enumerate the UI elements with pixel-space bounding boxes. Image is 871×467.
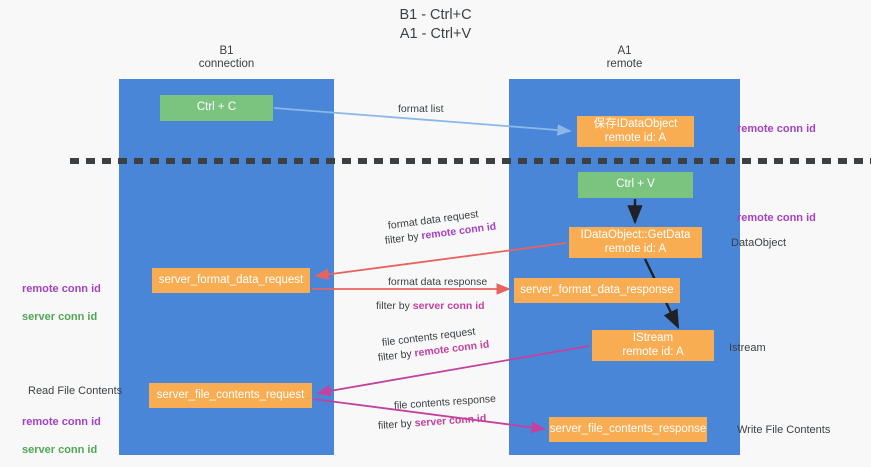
filter-prefix-text: filter by — [376, 300, 413, 312]
label-istream: Istream — [729, 342, 766, 354]
filter-key-server-conn-id: server conn id — [414, 412, 487, 430]
label-server-conn-id-left-1: server conn id — [22, 311, 98, 323]
label-dataobject: DataObject — [731, 237, 787, 249]
label-remote-conn-id-left-1: remote conn id — [22, 283, 101, 295]
node-server-format-data-response[interactable]: server_format_data_response — [514, 278, 680, 303]
edge-label-format-list: format list — [398, 103, 444, 115]
filter-prefix-text: filter by — [384, 230, 423, 247]
edge-label-format-data-response-filter: filter by server conn id — [376, 299, 485, 313]
label-remote-conn-id-left-2: remote conn id — [22, 416, 101, 428]
label-server-conn-id-left-2: server conn id — [22, 444, 98, 456]
label-left-conn-ids-format: remote conn id server conn id — [22, 268, 101, 324]
filter-prefix-text: filter by — [377, 417, 416, 432]
node-ctrl-c[interactable]: Ctrl + C — [160, 95, 273, 121]
node-server-file-contents-response[interactable]: server_file_contents_response — [549, 417, 707, 442]
node-ctrl-v[interactable]: Ctrl + V — [578, 172, 693, 198]
label-remote-conn-id-top: remote conn id — [737, 123, 816, 135]
swimlane-header-b1: B1 connection — [198, 45, 255, 70]
edge-label-file-contents-response: file contents response — [393, 392, 497, 412]
filter-key-server-conn-id: server conn id — [412, 300, 485, 312]
filter-prefix-text: filter by — [377, 347, 416, 364]
label-write-file-contents: Write File Contents — [737, 424, 831, 436]
edge-label-file-contents-response-filter: filter by server conn id — [378, 411, 487, 433]
node-server-format-data-request[interactable]: server_format_data_request — [152, 268, 310, 293]
node-idataobject-getdata[interactable]: IDataObject::GetData remote id: A — [569, 227, 702, 258]
node-istream[interactable]: IStream remote id: A — [592, 330, 714, 361]
label-read-file-contents: Read File Contents — [28, 385, 123, 397]
label-remote-conn-id-mid: remote conn id — [737, 212, 816, 224]
node-server-file-contents-request[interactable]: server_file_contents_request — [149, 383, 312, 408]
label-left-conn-ids-file: remote conn id server conn id — [22, 401, 101, 457]
page-title: B1 - Ctrl+C A1 - Ctrl+V — [399, 7, 472, 42]
node-save-idataobject[interactable]: 保存IDataObject remote id: A — [577, 116, 694, 147]
edge-label-format-data-response: format data response — [388, 276, 488, 288]
swimlane-header-a1: A1 remote — [606, 45, 643, 70]
